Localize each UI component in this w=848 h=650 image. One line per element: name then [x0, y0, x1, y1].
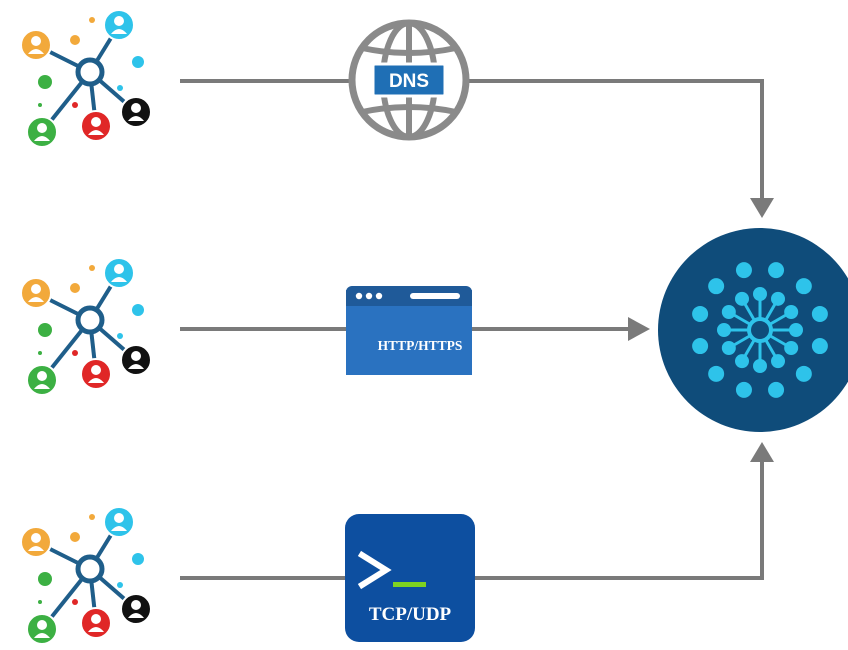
- user-red-icon: [80, 607, 112, 639]
- http-arrowhead: [628, 317, 650, 341]
- decor-dot: [132, 56, 144, 68]
- decor-dot: [70, 283, 80, 293]
- decor-dot: [117, 85, 123, 91]
- user-black-icon: [120, 344, 152, 376]
- user-orange-icon: [20, 29, 52, 61]
- user-cyan-icon: [103, 257, 135, 289]
- user-network-icon: [20, 9, 152, 148]
- decor-dot: [132, 553, 144, 565]
- user-red-icon: [80, 110, 112, 142]
- dns-badge: [371, 62, 447, 98]
- decor-dot: [72, 102, 78, 108]
- decor-dot: [72, 350, 78, 356]
- hub-center: [747, 317, 773, 343]
- decor-dot: [38, 323, 52, 337]
- network-hub-icon: [75, 305, 105, 335]
- hub-outer-node: [708, 278, 725, 295]
- decor-dot: [89, 265, 95, 271]
- network-hub-icon: [75, 57, 105, 87]
- decor-dot: [132, 304, 144, 316]
- decor-dot: [70, 532, 80, 542]
- hub-inner-node: [753, 287, 767, 301]
- hub-inner-node: [717, 323, 731, 337]
- hub-inner-node: [735, 354, 749, 369]
- decor-dot: [38, 351, 42, 355]
- tcp-terminal-icon: TCP/UDP: [345, 514, 475, 642]
- hub-inner-node: [789, 323, 803, 337]
- http-label: HTTP/HTTPS: [378, 338, 463, 353]
- decor-dot: [117, 333, 123, 339]
- hub-outer-node: [811, 338, 828, 355]
- user-green-icon: [26, 613, 58, 645]
- window-dot-icon: [355, 292, 363, 300]
- hub-outer-node: [768, 381, 785, 398]
- prompt-chevron-icon: [357, 550, 392, 590]
- hub-inner-node: [721, 305, 736, 319]
- user-cyan-icon: [103, 506, 135, 538]
- decor-dot: [72, 599, 78, 605]
- user-black-icon: [120, 96, 152, 128]
- hub-outer-node: [795, 278, 812, 295]
- network-hub-icon: [75, 554, 105, 584]
- hub-outer-node: [811, 305, 828, 322]
- user-black-icon: [120, 593, 152, 625]
- hub-node-icon: [658, 228, 848, 432]
- decor-dot: [89, 514, 95, 520]
- window-dot-icon: [365, 292, 373, 300]
- hub-outer-node: [708, 365, 725, 382]
- decor-dot: [38, 75, 52, 89]
- http-browser-icon: HTTP/HTTPS: [346, 286, 472, 375]
- decor-dot: [117, 582, 123, 588]
- dns-label: DNS: [389, 71, 429, 92]
- dns-arrowhead: [750, 198, 774, 218]
- hub-outer-node: [768, 262, 785, 279]
- user-green-icon: [26, 364, 58, 396]
- hub-outer-node: [692, 338, 709, 355]
- dns-globe-icon: DNS: [348, 19, 470, 141]
- prompt-cursor-icon: [393, 582, 426, 587]
- tcp-label: TCP/UDP: [369, 604, 452, 625]
- user-red-icon: [80, 358, 112, 390]
- window-dot-icon: [375, 292, 383, 300]
- decor-dot: [38, 103, 42, 107]
- decor-dot: [38, 572, 52, 586]
- user-network-icon: [20, 506, 152, 645]
- hub-outer-node: [692, 305, 709, 322]
- hub-outer-node: [735, 262, 752, 279]
- user-orange-icon: [20, 277, 52, 309]
- hub-outer-node: [795, 365, 812, 382]
- hub-outer-node: [735, 381, 752, 398]
- decor-dot: [70, 35, 80, 45]
- hub-inner-node: [771, 291, 785, 306]
- hub-inner-node: [735, 291, 749, 306]
- hub-inner-node: [753, 359, 767, 373]
- dns-connector: [180, 79, 764, 200]
- user-network-icon: [20, 257, 152, 396]
- hub-inner-node: [771, 354, 785, 369]
- decor-dot: [89, 17, 95, 23]
- hub-inner-node: [784, 341, 799, 355]
- decor-dot: [38, 600, 42, 604]
- user-cyan-icon: [103, 9, 135, 41]
- hub-inner-node: [784, 305, 799, 319]
- hub-inner-node: [721, 341, 736, 355]
- user-orange-icon: [20, 526, 52, 558]
- tcp-arrowhead: [750, 442, 774, 462]
- address-bar-icon: [410, 293, 460, 299]
- user-green-icon: [26, 116, 58, 148]
